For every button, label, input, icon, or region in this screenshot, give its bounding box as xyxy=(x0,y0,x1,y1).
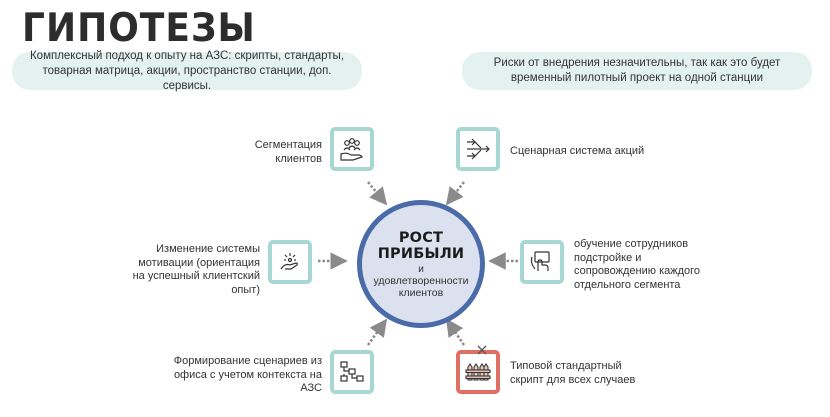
motivation-node xyxy=(268,240,312,284)
scenarios-node xyxy=(330,350,374,394)
merge-arrows-icon xyxy=(467,138,490,160)
fence-icon xyxy=(465,363,491,381)
hypothesis-left-text: Комплексный подход к опыту на АЗС: скрип… xyxy=(29,49,345,92)
arrow-promo xyxy=(445,181,465,206)
central-goal-circle: РОСТ ПРИБЫЛИ и удовлетворенности клиенто… xyxy=(357,200,485,328)
flowchart-icon xyxy=(340,361,364,382)
people-hand-icon xyxy=(340,138,363,161)
training-node xyxy=(520,240,564,284)
arrow-scenarios xyxy=(366,318,388,346)
central-goal-subtitle: удовлетворенности клиентов xyxy=(373,274,469,299)
hand-touch-icon xyxy=(530,251,550,271)
central-goal-conjunction: и xyxy=(418,263,424,275)
promo-system-node xyxy=(456,127,500,171)
motivation-label: Изменение системы мотивации (ориентация … xyxy=(132,243,260,296)
standard-script-node xyxy=(456,350,500,394)
arrow-segmentation xyxy=(367,181,388,206)
hypothesis-right: Риски от внедрения незначительны, так ка… xyxy=(462,52,812,90)
segmentation-label: Сегментация клиентов xyxy=(254,139,322,165)
hand-sparkle-icon xyxy=(280,253,298,270)
standard-script-label: Типовой стандартный скрипт для всех случ… xyxy=(510,360,636,386)
promo-system-label: Сценарная система акций xyxy=(510,145,645,157)
central-goal-title: РОСТ ПРИБЫЛИ xyxy=(377,229,465,262)
segmentation-node xyxy=(330,127,374,171)
cross-mark-icon xyxy=(477,345,487,355)
training-label: обучение сотрудников подстройке и сопров… xyxy=(574,238,701,291)
arrow-standard-script xyxy=(445,318,466,346)
hypothesis-left: Комплексный подход к опыту на АЗС: скрип… xyxy=(12,50,362,92)
page-title: ГИПОТЕЗЫ xyxy=(22,6,256,51)
hypothesis-right-text: Риски от внедрения незначительны, так ка… xyxy=(493,57,781,84)
scenarios-label: Формирование сценариев из офиса с учетом… xyxy=(173,355,322,394)
